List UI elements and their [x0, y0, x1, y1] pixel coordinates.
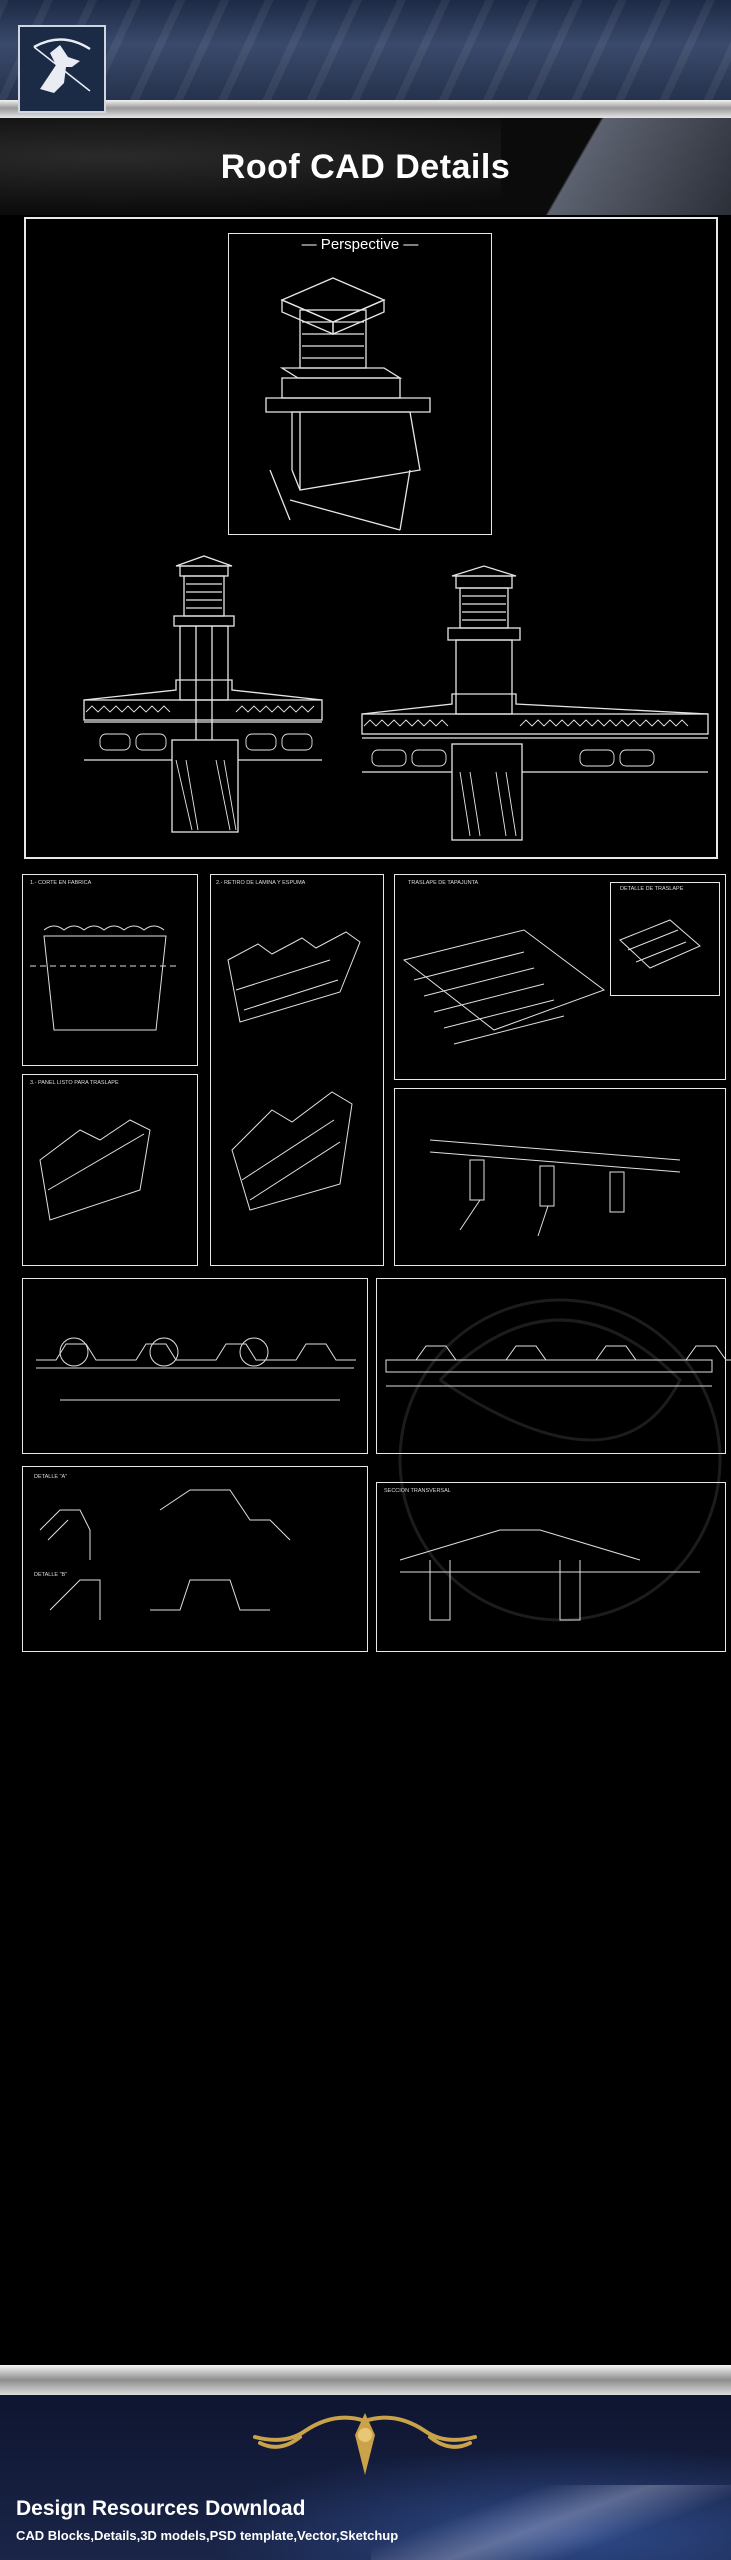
panel-detalle-traslape	[610, 882, 720, 996]
panel-listo-traslape	[22, 1074, 198, 1266]
panel-corte-fabrica	[22, 874, 198, 1066]
panel-title-4: DETALLE DE TRASLAPE	[620, 886, 684, 892]
header-banner: Roof CAD Details	[0, 0, 731, 215]
panel-title-2: 2.- RETIRO DE LAMINA Y ESPUMA	[216, 880, 306, 886]
header-silver-band	[0, 100, 731, 118]
chimney-detail-frame	[24, 217, 718, 859]
header-wedge	[501, 118, 731, 215]
gold-ornament-icon	[253, 2413, 477, 2475]
panel-title-1: 1.- CORTE EN FABRICA	[30, 880, 92, 886]
panel-seccion-transversal	[376, 1482, 726, 1652]
panel-panel-section-left	[22, 1278, 368, 1454]
perspective-frame	[228, 233, 492, 535]
panel-title-7: DETALLE "B"	[34, 1572, 68, 1578]
panel-traslape-tapajunta	[394, 874, 726, 1080]
header-steel-structure	[0, 0, 731, 100]
footer-title: Design Resources Download	[16, 2497, 306, 2520]
footer-subtitle: CAD Blocks,Details,3D models,PSD templat…	[16, 2528, 399, 2543]
footer-light-stripe	[371, 2485, 731, 2560]
footer-silver-band	[0, 2365, 731, 2395]
panel-title-5: 3.- PANEL LISTO PARA TRASLAPE	[30, 1080, 119, 1086]
panel-retiro-lamina	[210, 874, 384, 1266]
page-title: Roof CAD Details	[220, 148, 511, 186]
panel-detalle-ab	[22, 1466, 368, 1652]
perspective-label: — Perspective —	[301, 236, 419, 253]
panel-title-6: DETALLE "A"	[34, 1474, 68, 1480]
panel-panel-section-right	[376, 1278, 726, 1454]
panel-title-8: SECCION TRANSVERSAL	[384, 1488, 451, 1494]
panel-title-3: TRASLAPE DE TAPAJUNTA	[408, 880, 479, 886]
panel-fijacion-detail	[394, 1088, 726, 1266]
footer-banner: Design Resources Download CAD Blocks,Det…	[0, 2365, 731, 2560]
archer-logo-icon	[18, 25, 106, 113]
